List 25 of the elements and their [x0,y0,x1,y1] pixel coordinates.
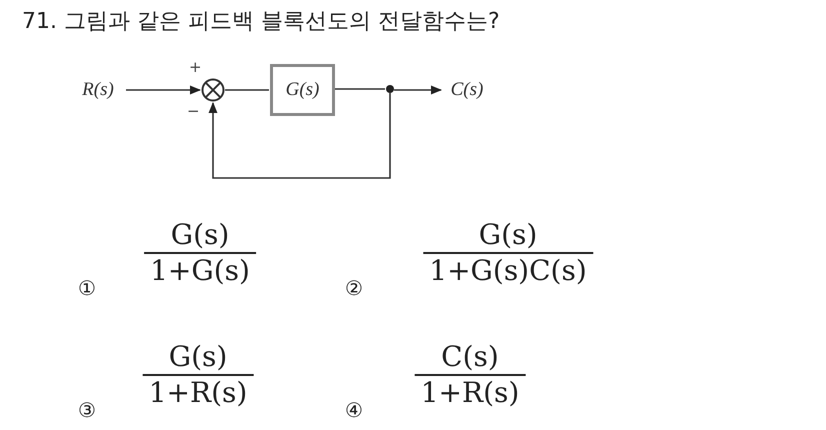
denominator: 1+G(s) [144,252,256,288]
connector-line [225,89,269,91]
question-title: 71. 그림과 같은 피드백 블록선도의 전달함수는? [22,8,500,36]
arrow [208,93,391,179]
signal-label: C(s) [442,76,492,104]
sign-label: + [189,60,202,75]
branch-point [386,85,394,93]
denominator: 1+G(s)C(s) [423,252,593,288]
numerator: G(s) [478,218,538,252]
arrow [394,86,442,94]
signal-label: R(s) [70,76,126,104]
numerator: G(s) [168,340,228,374]
option-number: ① [78,276,96,300]
summing-junction [201,78,225,102]
option-number: ② [345,276,363,300]
arrow [126,86,202,94]
transfer-block: G(s) [270,64,335,116]
option-number: ④ [345,398,363,422]
connector-line [335,88,385,90]
numerator: G(s) [170,218,230,252]
sign-label: − [187,104,200,119]
option-number: ③ [78,398,96,422]
numerator: C(s) [440,340,500,374]
denominator: 1+R(s) [414,374,526,410]
denominator: 1+R(s) [142,374,254,410]
